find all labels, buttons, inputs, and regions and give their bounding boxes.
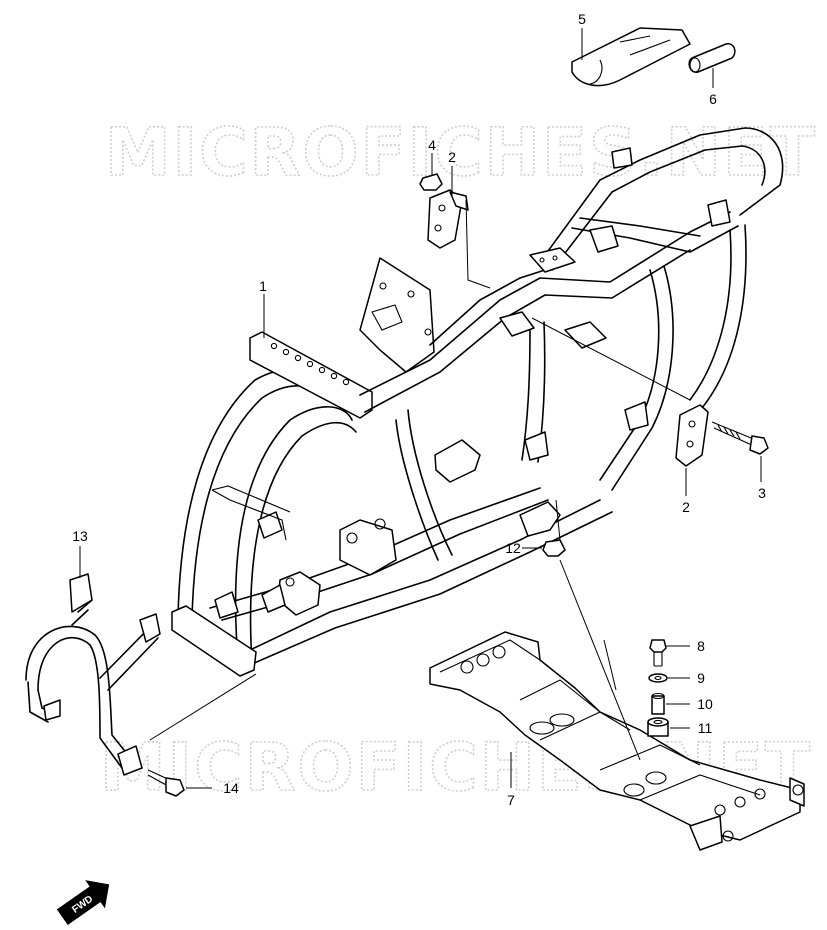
label-11: 11 [698, 720, 713, 736]
label-9: 9 [697, 670, 705, 686]
fwd-arrow-icon: FWD [56, 880, 110, 925]
nut-4 [419, 173, 443, 191]
callout-8: 8 [666, 638, 705, 654]
callout-2-upper: 2 [448, 149, 456, 196]
callout-14: 14 [186, 780, 239, 796]
label-1: 1 [259, 278, 267, 294]
callout-3: 3 [758, 456, 766, 501]
label-8: 8 [697, 638, 705, 654]
label-3: 3 [758, 485, 766, 501]
callout-6: 6 [709, 68, 717, 107]
collar-10 [651, 692, 665, 715]
callout-1: 1 [259, 278, 267, 338]
cover-5 [571, 27, 691, 87]
label-6: 6 [709, 91, 717, 107]
assembly-lines [149, 199, 691, 761]
bolt-14 [147, 769, 185, 797]
bumper-13 [25, 573, 161, 776]
label-12: 12 [505, 540, 521, 556]
callout-11: 11 [670, 720, 712, 736]
label-10: 10 [697, 696, 713, 712]
label-14: 14 [223, 780, 239, 796]
label-2-upper: 2 [448, 149, 456, 165]
bolt-3 [711, 421, 769, 455]
callout-2-lower: 2 [682, 468, 690, 515]
lower-bracket [675, 404, 709, 467]
label-13: 13 [72, 528, 88, 544]
watermark-top: MICROFICHES.NET [105, 114, 817, 191]
label-2-lower: 2 [682, 499, 690, 515]
callout-4: 4 [428, 137, 436, 176]
main-frame [171, 127, 784, 677]
washer-9 [648, 673, 668, 683]
cushion-11 [647, 717, 669, 737]
callout-9: 9 [668, 670, 705, 686]
callout-7: 7 [507, 752, 515, 808]
callout-10: 10 [666, 696, 713, 712]
label-4: 4 [428, 137, 436, 153]
label-7: 7 [507, 792, 515, 808]
subframe-7 [429, 631, 805, 851]
cap-6 [688, 43, 736, 73]
callout-12: 12 [505, 540, 542, 556]
bolt-8 [649, 639, 667, 667]
upper-bracket [427, 189, 469, 249]
callout-5: 5 [578, 11, 586, 60]
label-5: 5 [578, 11, 586, 27]
nut-12 [542, 539, 566, 557]
callout-13: 13 [72, 528, 88, 578]
